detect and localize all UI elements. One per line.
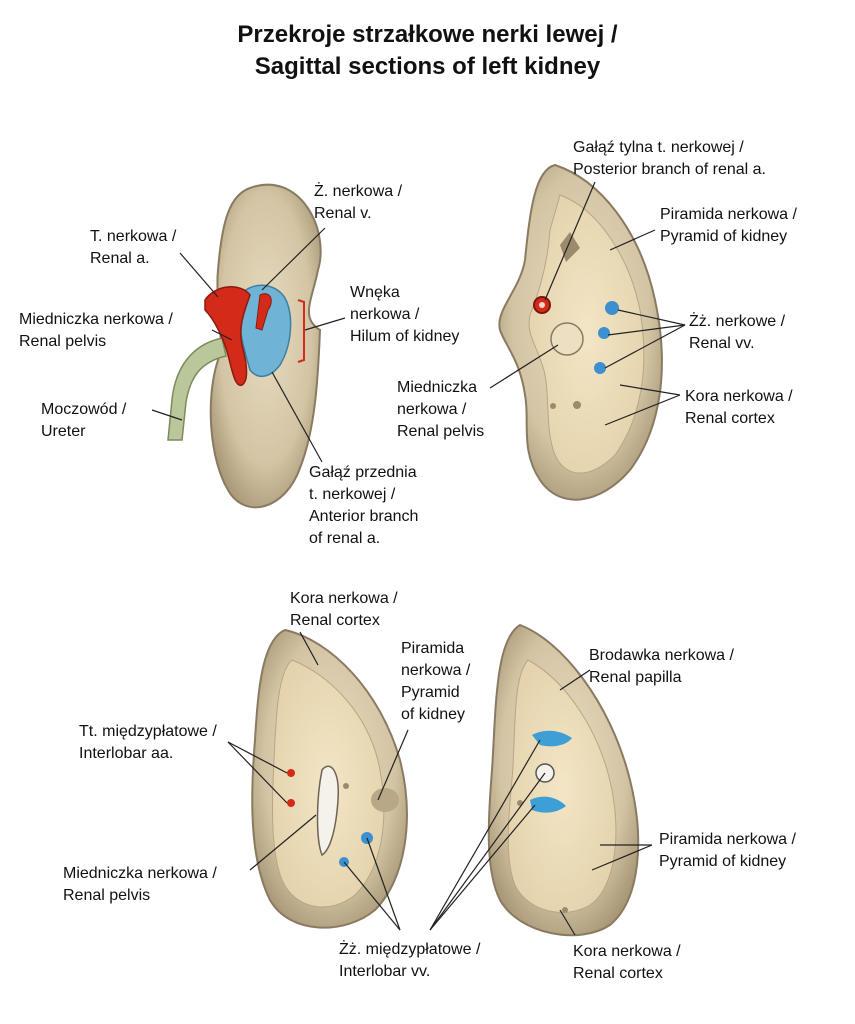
ureter-shape bbox=[167, 337, 227, 441]
pelvis-circle-2 bbox=[550, 322, 584, 356]
label-renal-vein: Ż. nerkowa / Renal v. bbox=[314, 183, 403, 222]
renal-vein-dot-3 bbox=[594, 362, 606, 374]
label-ureter: Moczowód / Ureter bbox=[41, 401, 127, 440]
label-cortex-2: Kora nerkowa / Renal cortex bbox=[685, 388, 793, 427]
pelvis-slit-3 bbox=[316, 765, 339, 857]
renal-artery-shape bbox=[204, 286, 251, 386]
label-hilum: Wnęka nerkowa / Hilum of kidney bbox=[350, 284, 460, 345]
kidney-section-3 bbox=[251, 628, 408, 929]
interlobar-artery-dot-2 bbox=[287, 799, 295, 807]
calyx-vein-4b bbox=[530, 796, 566, 813]
hilum-bracket bbox=[297, 299, 305, 363]
label-renal-artery: T. nerkowa / Renal a. bbox=[90, 228, 177, 267]
label-renal-pelvis-3: Miedniczka nerkowa / Renal pelvis bbox=[63, 865, 217, 904]
label-renal-pelvis-2: Miedniczka nerkowa / Renal pelvis bbox=[397, 379, 485, 440]
label-pyramid-3: Piramida nerkowa / Pyramid of kidney bbox=[401, 640, 471, 723]
leader-lines bbox=[151, 181, 686, 936]
renal-vein-dot-1 bbox=[605, 301, 619, 315]
label-renal-pelvis-1: Miedniczka nerkowa / Renal pelvis bbox=[19, 311, 173, 350]
label-pyramid-2: Piramida nerkowa / Pyramid of kidney bbox=[660, 206, 797, 245]
kidney-section-4 bbox=[487, 623, 640, 937]
label-posterior-branch: Gałąź tylna t. nerkowej / Posterior bran… bbox=[573, 139, 766, 178]
renal-vein-dot-2 bbox=[598, 327, 610, 339]
title-line-1: Przekroje strzałkowe nerki lewej / bbox=[237, 21, 618, 48]
label-cortex-3: Kora nerkowa / Renal cortex bbox=[290, 590, 398, 629]
calyx-vein-4a bbox=[532, 730, 572, 747]
label-interlobar-arteries: Tt. międzypłatowe / Interlobar aa. bbox=[79, 723, 217, 762]
label-pyramid-4: Piramida nerkowa / Pyramid of kidney bbox=[659, 831, 796, 870]
title-line-2: Sagittal sections of left kidney bbox=[254, 53, 601, 80]
label-papilla: Brodawka nerkowa / Renal papilla bbox=[589, 647, 734, 686]
label-anterior-branch: Gałąź przednia t. nerkowej / Anterior br… bbox=[309, 464, 419, 547]
label-interlobar-veins: Żż. międzypłatowe / Interlobar vv. bbox=[339, 941, 481, 980]
label-renal-veins: Żż. nerkowe / Renal vv. bbox=[689, 313, 786, 352]
label-cortex-4: Kora nerkowa / Renal cortex bbox=[573, 943, 681, 982]
kidney-section-2 bbox=[498, 163, 663, 501]
renal-vein-shape bbox=[236, 284, 292, 377]
kidney-external-view bbox=[167, 183, 322, 509]
interlobar-artery-dot-1 bbox=[287, 769, 295, 777]
